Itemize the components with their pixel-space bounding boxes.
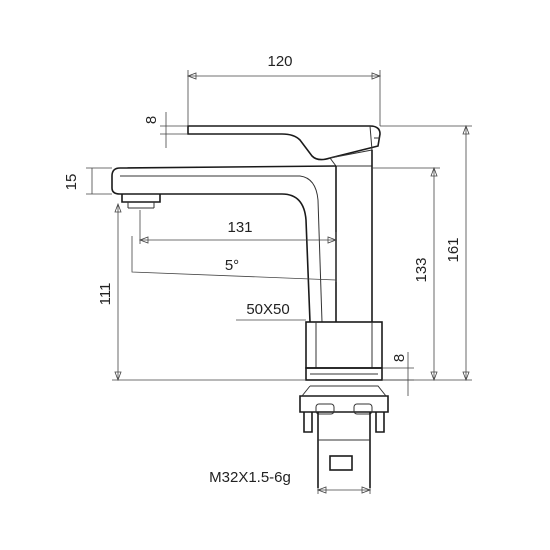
aerator-nozzle <box>121 194 161 203</box>
dim-120-label: 120 <box>267 53 292 70</box>
dim-15 <box>86 167 112 195</box>
body-column <box>335 150 373 322</box>
dim-133-label: 133 <box>413 257 430 282</box>
dim-5-degree-label: 5° <box>225 257 239 274</box>
dim-8-top-label: 8 <box>143 116 160 124</box>
dim-111 <box>112 202 306 382</box>
dim-161-label: 161 <box>445 237 462 262</box>
thread-shank <box>317 412 371 488</box>
left-bolt <box>303 412 313 433</box>
dim-161 <box>380 124 472 382</box>
spout-outer <box>111 165 337 323</box>
dim-111-label: 111 <box>97 283 114 306</box>
mounting-plate-top <box>301 385 387 397</box>
dim-8-base <box>382 352 414 396</box>
right-bolt <box>375 412 385 433</box>
dim-5-degree <box>131 236 337 281</box>
base-flange <box>305 367 383 381</box>
dim-8-top <box>160 112 188 148</box>
aerator-tip <box>127 202 155 209</box>
dim-15-label: 15 <box>63 174 80 191</box>
dim-thread <box>316 486 372 494</box>
faucet-body <box>111 125 383 381</box>
lever-pivot <box>369 125 380 151</box>
dim-8-base-label: 8 <box>391 354 408 362</box>
left-clamp <box>315 403 335 415</box>
base-block <box>305 321 383 369</box>
dim-50x50-label: 50X50 <box>246 301 289 318</box>
dim-131-label: 131 <box>227 219 252 236</box>
right-clamp <box>353 403 373 415</box>
spout-inner <box>120 175 323 323</box>
dim-thread-label: M32X1.5-6g <box>209 469 291 486</box>
mounting-plate <box>299 395 389 413</box>
dim-131 <box>138 210 338 282</box>
lever-handle <box>187 125 381 161</box>
hose-connector <box>329 455 353 471</box>
base-block-inner <box>315 322 373 368</box>
dim-120 <box>186 70 382 126</box>
mounting-assembly <box>299 385 389 488</box>
